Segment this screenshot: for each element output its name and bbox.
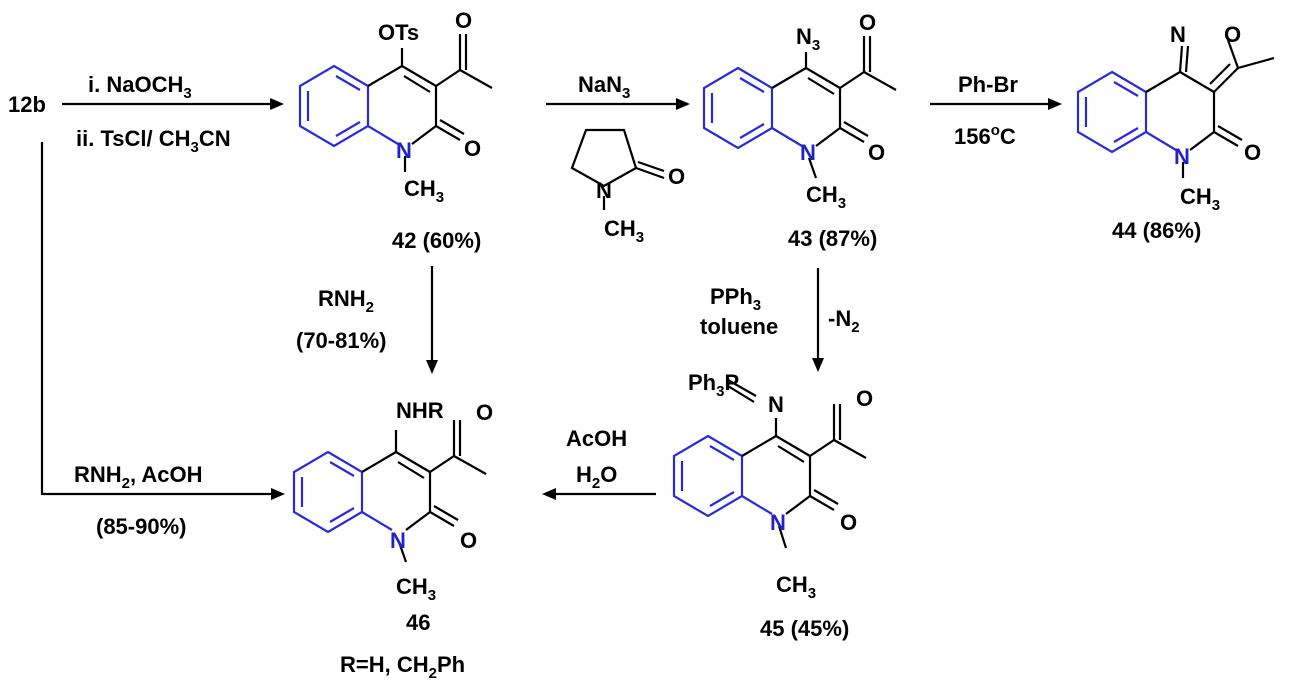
c45-sub4: Ph3P bbox=[688, 370, 739, 400]
c46-n: N bbox=[390, 528, 406, 553]
compound-44 bbox=[1076, 39, 1275, 178]
step3-temp: 156oC bbox=[954, 122, 1016, 149]
arrowhead-step2 bbox=[676, 98, 690, 110]
arrowhead-step3 bbox=[1048, 98, 1062, 110]
c43-o: O bbox=[868, 140, 885, 165]
step6-line1: AcOH bbox=[566, 426, 627, 451]
step1-line2: ii. TsCl/ CH3CN bbox=[76, 126, 231, 156]
arrowhead-step1 bbox=[270, 98, 284, 110]
compound-46 bbox=[292, 420, 487, 563]
c44-n: N bbox=[1174, 144, 1190, 169]
c43-acyl-o: O bbox=[859, 10, 876, 35]
step2-reagent: NaN3 bbox=[578, 72, 630, 102]
step6-line2: H2O bbox=[576, 462, 617, 492]
step2-solvent-o: O bbox=[668, 164, 685, 189]
compound-42 bbox=[298, 34, 493, 172]
c43-n: N bbox=[800, 140, 816, 165]
arrowhead-step6 bbox=[542, 488, 556, 500]
c46-label: 46 bbox=[406, 610, 430, 635]
c45-n: N bbox=[770, 510, 786, 535]
c45-o: O bbox=[840, 510, 857, 535]
c45-label: 45 (45%) bbox=[760, 616, 849, 641]
c43-label: 43 (87%) bbox=[788, 226, 877, 251]
c45-me: CH3 bbox=[776, 572, 816, 602]
step4-reagent: RNH2 bbox=[318, 286, 374, 316]
step2-solvent-me: CH3 bbox=[604, 216, 644, 246]
c46-o: O bbox=[460, 528, 477, 553]
c44-me: CH3 bbox=[1180, 184, 1220, 214]
c42-label: 42 (60%) bbox=[392, 228, 481, 253]
step1-line1: i. NaOCH3 bbox=[88, 72, 192, 102]
c44-iso-n: N bbox=[1170, 22, 1186, 47]
c44-label: 44 (86%) bbox=[1112, 218, 1201, 243]
step7-yield: (85-90%) bbox=[96, 514, 186, 539]
step7-reagent: RNH2, AcOH bbox=[74, 462, 203, 492]
solvent-nmp bbox=[570, 128, 665, 210]
c46-acyl-o: O bbox=[476, 400, 493, 425]
compound-43 bbox=[702, 36, 897, 179]
c42-acyl-o: O bbox=[455, 8, 472, 33]
c42-sub4: OTs bbox=[378, 20, 419, 45]
c46-sub4: NHR bbox=[396, 398, 444, 423]
c43-sub4: N3 bbox=[796, 24, 820, 54]
step5-line1: PPh3 bbox=[710, 284, 761, 314]
arrowhead-step7 bbox=[271, 488, 285, 500]
c45-sub4-n: N bbox=[768, 392, 784, 417]
c44-o: O bbox=[1244, 140, 1261, 165]
arrowhead-step5 bbox=[812, 358, 824, 372]
c46-me: CH3 bbox=[396, 574, 436, 604]
arrow-step7 bbox=[40, 142, 272, 496]
c45-acyl-o: O bbox=[856, 386, 873, 411]
start-label: 12b bbox=[8, 92, 46, 117]
step4-yield: (70-81%) bbox=[296, 328, 386, 353]
c43-me: CH3 bbox=[806, 182, 846, 212]
step5-line2: toluene bbox=[700, 314, 778, 339]
c42-me: CH3 bbox=[404, 176, 444, 206]
c42-n: N bbox=[396, 138, 412, 163]
c42-o: O bbox=[464, 136, 481, 161]
arrowhead-step4 bbox=[426, 360, 438, 374]
c46-note: R=H, CH2Ph bbox=[340, 652, 465, 682]
step3-reagent: Ph-Br bbox=[958, 72, 1018, 97]
c44-iso-o: O bbox=[1224, 22, 1241, 47]
step2-solvent-n: N bbox=[596, 178, 612, 203]
compound-45 bbox=[672, 379, 867, 549]
step5-loss: -N2 bbox=[828, 306, 860, 336]
